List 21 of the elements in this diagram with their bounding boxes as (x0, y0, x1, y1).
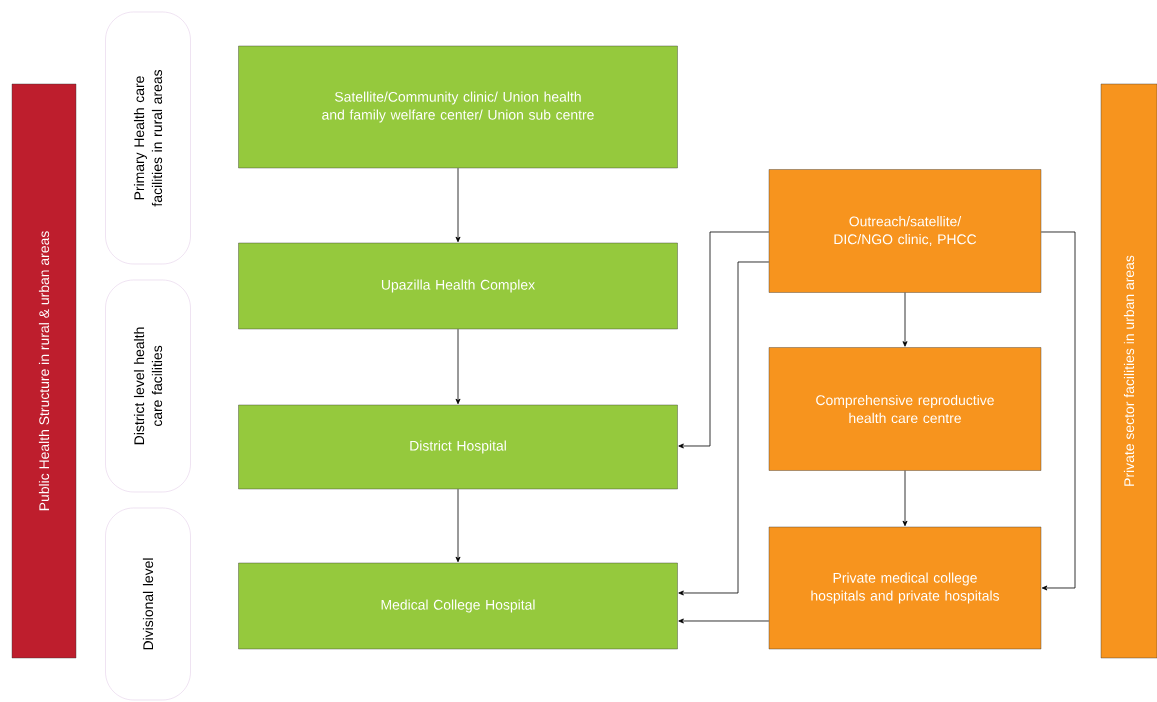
facility-box: Comprehensive reproductive health care centre (768, 347, 1042, 471)
arrow (455, 167, 461, 243)
facility-box: Private medical college hospitals and private hospitals (768, 526, 1042, 650)
level-label: District level health care facilities (105, 279, 191, 493)
arrow (455, 328, 461, 405)
side-band: Public Health Structure in rural & urban areas (11, 83, 77, 659)
arrow (678, 261, 770, 596)
arrow (678, 618, 770, 624)
arrow (902, 292, 908, 347)
level-label: Primary Health care facilities in rural areas (105, 11, 191, 265)
arrow (678, 231, 770, 449)
facility-box: District Hospital (238, 404, 678, 490)
facility-box: Upazilla Health Complex (238, 242, 678, 330)
facility-box: Satellite/Community clinic/ Union health and family welfare center/ Union sub centre (238, 45, 678, 169)
facility-box: Medical College Hospital (238, 562, 678, 650)
level-label: Divisional level (105, 507, 191, 701)
facility-box: Outreach/satellite/ DIC/NGO clinic, PHCC (768, 169, 1042, 293)
side-band: Private sector facilities in urban areas (1100, 83, 1157, 659)
arrow (455, 488, 461, 563)
arrow (902, 470, 908, 527)
arrow (1040, 231, 1076, 591)
